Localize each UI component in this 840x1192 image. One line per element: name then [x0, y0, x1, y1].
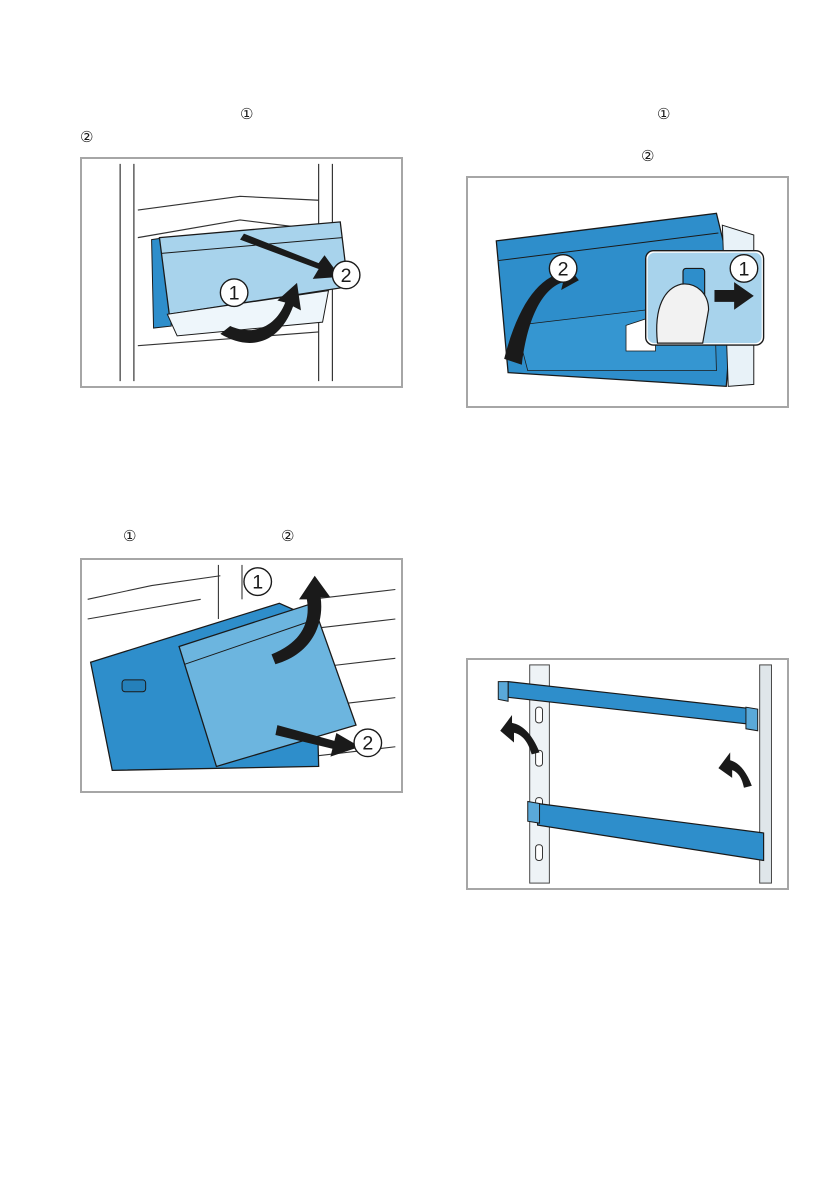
release-button-illustration: 2 1 [468, 178, 787, 406]
figure-drawer-release-button: 2 1 [466, 176, 789, 408]
shelf-rail-illustration [468, 660, 787, 888]
step-marker-1: ① [240, 107, 253, 123]
figure-shelf-rail-insert [466, 658, 789, 890]
drawer-lift-out-illustration: 1 2 [82, 560, 401, 791]
drawer-front-illustration: 2 1 [82, 159, 401, 386]
callout-2: 2 [341, 265, 352, 287]
step-marker-2: ② [641, 149, 654, 165]
figure-drawer-front-remove: 2 1 [80, 157, 403, 388]
callout-1: 1 [738, 258, 749, 280]
step-marker-1: ① [123, 529, 136, 545]
step-marker-2: ② [80, 130, 93, 146]
step-marker-1: ① [657, 107, 670, 123]
callout-1: 1 [229, 283, 240, 305]
callout-2: 2 [558, 258, 569, 280]
callout-1: 1 [252, 572, 263, 594]
callout-2: 2 [362, 733, 373, 755]
figure-drawer-lift-out: 1 2 [80, 558, 403, 793]
step-marker-2: ② [281, 529, 294, 545]
